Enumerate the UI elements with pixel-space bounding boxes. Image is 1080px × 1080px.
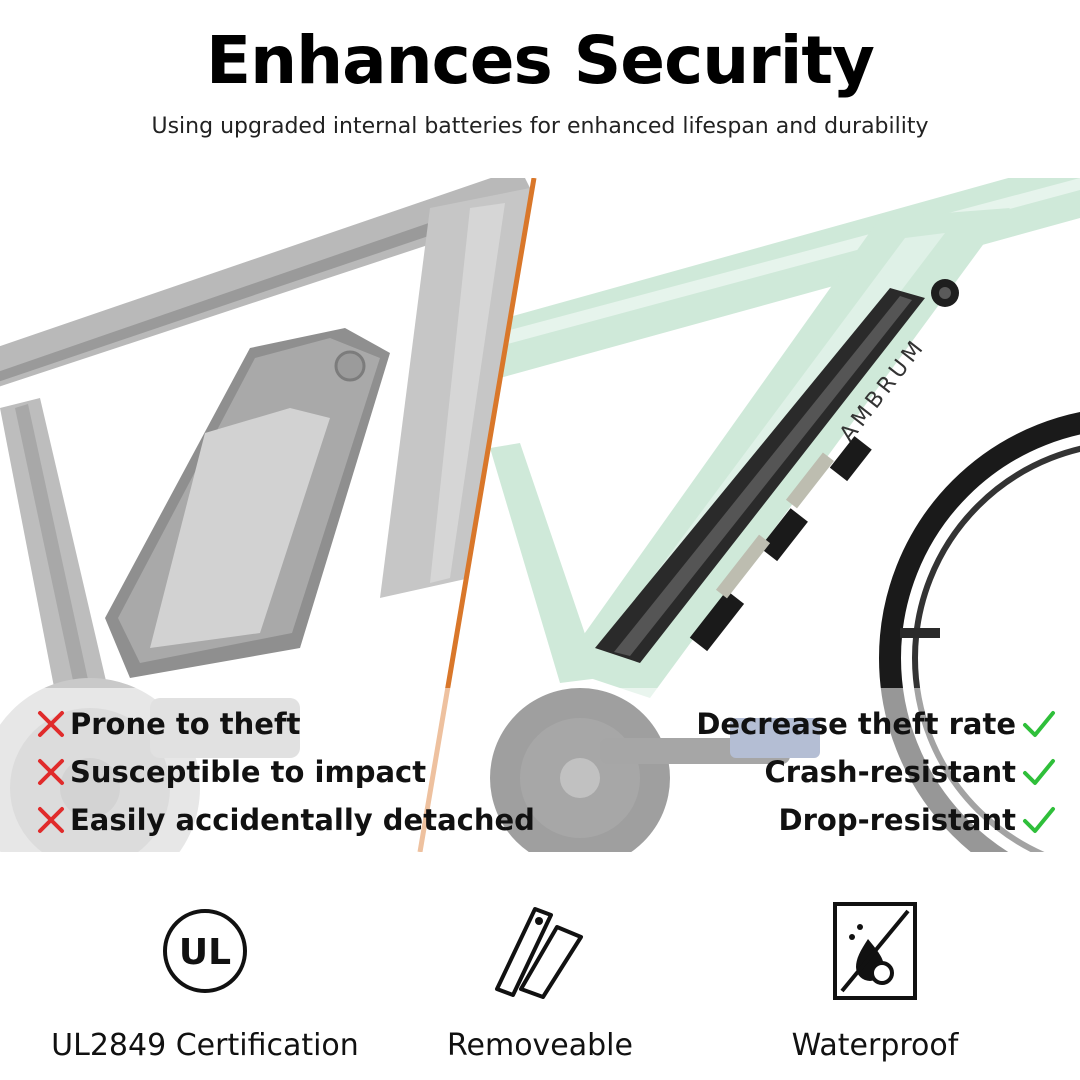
list-item: Easily accidentally detached	[34, 796, 535, 844]
pros-list: Decrease theft rate Crash-resistant Drop…	[696, 700, 1056, 844]
pros-label: Drop-resistant	[778, 803, 1016, 837]
comparison-band	[0, 688, 1080, 852]
cross-icon	[34, 707, 68, 741]
cross-icon	[34, 755, 68, 789]
cons-label: Prone to theft	[70, 707, 301, 741]
cons-list: Prone to theft Susceptible to impact Eas…	[34, 700, 535, 844]
feature-label: Waterproof	[791, 1028, 959, 1063]
internal-battery	[595, 279, 959, 663]
page-title: Enhances Security	[206, 22, 875, 99]
list-item: Drop-resistant	[696, 796, 1056, 844]
pros-label: Decrease theft rate	[696, 707, 1016, 741]
ul-certification-icon: UL	[25, 896, 385, 1006]
feature-label: Removeable	[447, 1028, 633, 1063]
waterproof-icon	[695, 896, 1055, 1006]
pros-label: Crash-resistant	[764, 755, 1016, 789]
page-subtitle: Using upgraded internal batteries for en…	[151, 114, 929, 139]
removable-battery-icon	[360, 896, 720, 1006]
list-item: Decrease theft rate	[696, 700, 1056, 748]
list-item: Crash-resistant	[696, 748, 1056, 796]
list-item: Susceptible to impact	[34, 748, 535, 796]
feature-removeable: Removeable	[360, 896, 720, 1063]
check-icon	[1022, 707, 1056, 741]
feature-ul-certification: UL UL2849 Certification	[25, 896, 385, 1063]
ul-logo-text: UL	[179, 932, 231, 973]
cross-icon	[34, 803, 68, 837]
external-battery	[105, 328, 390, 678]
check-icon	[1022, 755, 1056, 789]
check-icon	[1022, 803, 1056, 837]
feature-waterproof: Waterproof	[695, 896, 1055, 1063]
cons-label: Susceptible to impact	[70, 755, 427, 789]
cons-label: Easily accidentally detached	[70, 803, 535, 837]
list-item: Prone to theft	[34, 700, 535, 748]
feature-label: UL2849 Certification	[51, 1028, 359, 1063]
